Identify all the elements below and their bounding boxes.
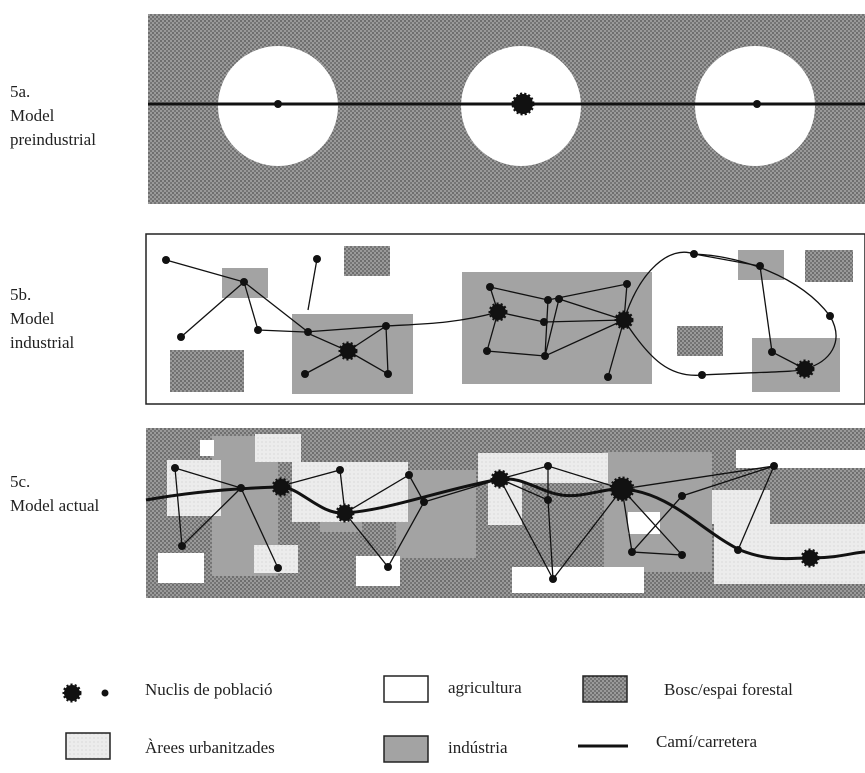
agriculture-areas bbox=[158, 440, 865, 593]
small-settlement-node bbox=[753, 100, 761, 108]
panel-5c bbox=[145, 428, 865, 598]
settlement-nodes bbox=[171, 462, 778, 583]
label-5a-line2: preindustrial bbox=[10, 130, 96, 149]
label-5b: 5b. Model industrial bbox=[10, 283, 74, 355]
label-5a-line1: Model bbox=[10, 106, 55, 125]
legend-industria-label: indústria bbox=[448, 738, 508, 757]
large-settlement-node bbox=[511, 92, 535, 116]
label-5a: 5a. Model preindustrial bbox=[10, 80, 96, 152]
label-5b-number: 5b. bbox=[10, 285, 32, 304]
industry-legend-swatch bbox=[383, 735, 429, 763]
major-settlements bbox=[271, 469, 820, 568]
legend-urban-label: Àrees urbanitzades bbox=[145, 738, 275, 757]
forest-patch bbox=[805, 250, 853, 282]
label-5c: 5c. Model actual bbox=[10, 470, 99, 518]
label-5b-line2: industrial bbox=[10, 333, 75, 352]
agriculture-legend-swatch bbox=[383, 675, 429, 703]
forest-patch bbox=[170, 350, 244, 392]
legend-agri-label: agricultura bbox=[448, 678, 522, 697]
forest-patch bbox=[344, 246, 390, 276]
legend-cami-label: Camí/carretera bbox=[656, 732, 757, 751]
legend-nuclis-label: Nuclis de població bbox=[145, 680, 273, 699]
forest-legend-swatch bbox=[582, 675, 628, 703]
small-settlement-legend-icon bbox=[101, 689, 109, 697]
small-settlement-node bbox=[274, 100, 282, 108]
legend-bosc-label: Bosc/espai forestal bbox=[664, 680, 793, 699]
panel-5a bbox=[148, 14, 865, 204]
panel-5b bbox=[145, 233, 865, 405]
label-5c-line1: Model actual bbox=[10, 496, 100, 515]
legend bbox=[62, 675, 628, 763]
large-settlement-legend-icon bbox=[62, 683, 82, 703]
label-5c-number: 5c. bbox=[10, 472, 31, 491]
major-settlements bbox=[338, 302, 815, 379]
label-5a-number: 5a. bbox=[10, 82, 31, 101]
forest-patch bbox=[677, 326, 723, 356]
urban-legend-swatch bbox=[65, 732, 111, 760]
label-5b-line1: Model bbox=[10, 309, 55, 328]
settlement-nodes bbox=[162, 250, 834, 381]
